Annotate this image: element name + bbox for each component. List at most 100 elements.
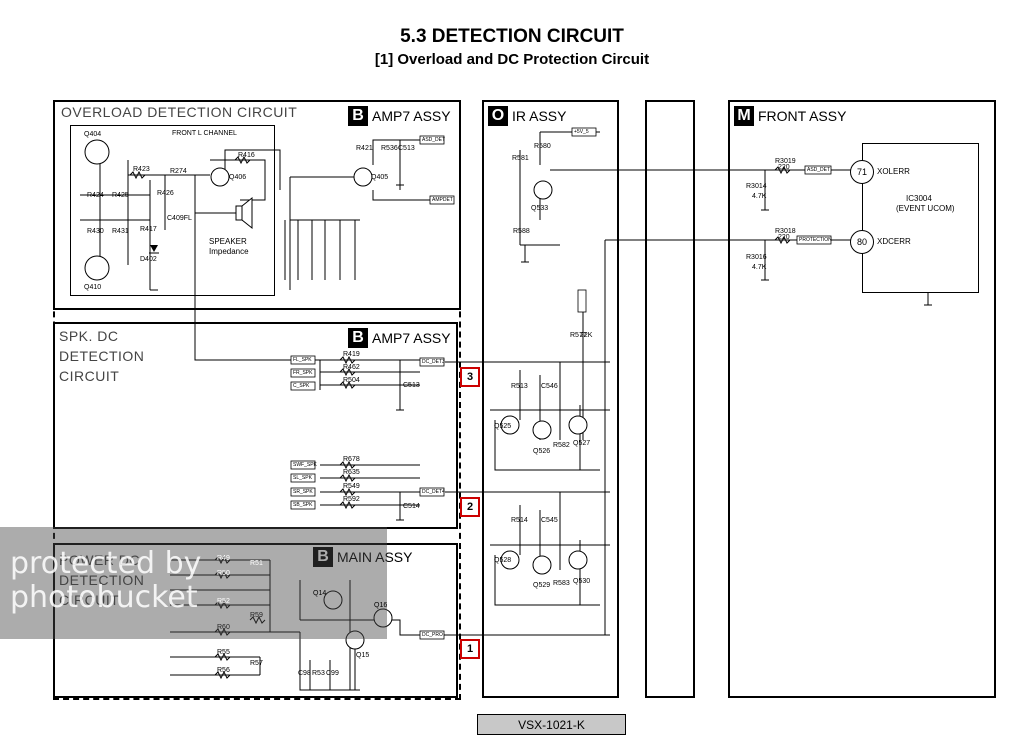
asd-det-tag: ASD_DET bbox=[422, 137, 446, 143]
r513-label: R513 bbox=[511, 383, 528, 390]
power-dc-line-2: DETECTION bbox=[59, 572, 145, 588]
amp7-assy-tag-1: B AMP7 ASSY bbox=[348, 106, 451, 126]
xdcerr-label: XDCERR bbox=[877, 237, 911, 246]
ic-pin-80: 80 bbox=[850, 230, 874, 254]
q533-label: Q533 bbox=[531, 205, 549, 212]
d402-label: D402 bbox=[140, 256, 157, 263]
front-assy-tag: M FRONT ASSY bbox=[734, 106, 846, 126]
overload-section-title: OVERLOAD DETECTION CIRCUIT bbox=[61, 104, 298, 120]
h4-5v-tag: +5V_5 bbox=[574, 129, 589, 135]
watermark-text: protected by photobucket bbox=[10, 547, 201, 615]
assy-letter-b: B bbox=[313, 547, 333, 567]
c546-label: C546 bbox=[541, 383, 558, 390]
r3016-value: 4.7K bbox=[752, 264, 767, 271]
q528-label: Q528 bbox=[494, 557, 512, 564]
connector-marker-3: 3 bbox=[460, 367, 480, 387]
main-assy-tag: B MAIN ASSY bbox=[313, 547, 412, 567]
power-dc-section-title: POWER DC DETECTION CIRCUIT bbox=[59, 550, 144, 610]
r274-label: R274 bbox=[170, 168, 187, 175]
q410-label: Q410 bbox=[84, 284, 102, 291]
r425-label: R425 bbox=[112, 192, 129, 199]
c514-label: C514 bbox=[403, 503, 420, 510]
r536-label: R536 bbox=[381, 145, 398, 152]
amp-det-tag: AMPDET bbox=[432, 197, 453, 203]
c99-label: C99 bbox=[326, 670, 339, 677]
dc-det4-tag: DC_DET4 bbox=[422, 489, 445, 495]
impedance-label: Impedance bbox=[209, 247, 249, 256]
assy-letter-b: B bbox=[348, 106, 368, 126]
assy-letter-o: O bbox=[488, 106, 508, 126]
r3014-value: 4.7K bbox=[752, 193, 767, 200]
ic3004-box bbox=[862, 143, 979, 293]
q525-label: Q525 bbox=[494, 423, 512, 430]
spk-dc-line-2: DETECTION bbox=[59, 348, 145, 364]
page-subtitle: [1] Overload and DC Protection Circuit bbox=[374, 51, 650, 68]
photobucket-watermark: protected by photobucket bbox=[0, 527, 387, 639]
c545-label: C545 bbox=[541, 517, 558, 524]
r421-label: R421 bbox=[356, 145, 373, 152]
q405-label: Q405 bbox=[371, 174, 389, 181]
r430-label: R430 bbox=[87, 228, 104, 235]
r426-label: R426 bbox=[157, 190, 174, 197]
protection-tag: PROTECTION bbox=[799, 237, 832, 243]
spk-dc-section-title: SPK. DC DETECTION CIRCUIT bbox=[59, 326, 144, 386]
r3018-value: 220 bbox=[778, 234, 790, 241]
r3018-label: R3018 bbox=[775, 228, 796, 235]
sl-spk-tag: SL_SPK bbox=[293, 475, 312, 481]
c98-label: C98 bbox=[298, 670, 311, 677]
connector-marker-1: 1 bbox=[460, 639, 480, 659]
gap-block bbox=[645, 100, 695, 698]
r51-label: R51 bbox=[250, 560, 263, 567]
r52-label: R52 bbox=[217, 598, 230, 605]
r49-label: R49 bbox=[217, 555, 230, 562]
ic3004-name: IC3004 bbox=[906, 194, 932, 203]
power-dc-line-1: POWER DC bbox=[59, 552, 140, 568]
r577-value: 22K bbox=[580, 332, 593, 339]
r56-label: R56 bbox=[217, 667, 230, 674]
r424-label: R424 bbox=[87, 192, 104, 199]
r592-label: R592 bbox=[343, 496, 360, 503]
r581-label: R581 bbox=[512, 155, 529, 162]
watermark-line-2: photobucket bbox=[10, 580, 198, 615]
r504-label: R504 bbox=[343, 377, 360, 384]
amp7-assy-tag-2: B AMP7 ASSY bbox=[348, 328, 451, 348]
r419-label: R419 bbox=[343, 351, 360, 358]
q16-label: Q16 bbox=[374, 602, 388, 609]
xolerr-label: XOLERR bbox=[877, 167, 910, 176]
front-l-channel-box bbox=[70, 125, 275, 296]
q406-label: Q406 bbox=[229, 174, 247, 181]
assy-letter-b: B bbox=[348, 328, 368, 348]
r3019-label: R3019 bbox=[775, 158, 796, 165]
assy-letter-m: M bbox=[734, 106, 754, 126]
r678-label: R678 bbox=[343, 456, 360, 463]
r55-label: R55 bbox=[217, 649, 230, 656]
r588-label: R588 bbox=[513, 228, 530, 235]
spk-dc-block bbox=[53, 322, 458, 529]
r462-label: R462 bbox=[343, 364, 360, 371]
assy-name: AMP7 ASSY bbox=[372, 108, 451, 124]
r3016-label: R3016 bbox=[746, 254, 767, 261]
assy-name: IR ASSY bbox=[512, 108, 567, 124]
spk-dc-line-3: CIRCUIT bbox=[59, 368, 120, 384]
fl-spk-tag: FL_SPK bbox=[293, 357, 312, 363]
r417-label: R417 bbox=[140, 226, 157, 233]
assy-name: MAIN ASSY bbox=[337, 549, 413, 565]
q14-label: Q14 bbox=[313, 590, 327, 597]
r549-label: R549 bbox=[343, 483, 360, 490]
r431-label: R431 bbox=[112, 228, 129, 235]
c409fl-label: C409FL bbox=[167, 215, 192, 222]
r53-label: R53 bbox=[312, 670, 325, 677]
r580-label: R580 bbox=[534, 143, 551, 150]
q530-label: Q530 bbox=[573, 578, 591, 585]
speaker-label: SPEAKER bbox=[209, 237, 247, 246]
c-spk-tag: C_SPK bbox=[293, 383, 310, 389]
page-title: 5.3 DETECTION CIRCUIT bbox=[400, 26, 624, 47]
r57-label: R57 bbox=[250, 660, 263, 667]
dc-det3-tag: DC_DET3 bbox=[422, 359, 445, 365]
asd-det-front-tag: ASD_DET bbox=[807, 167, 831, 173]
q15-label: Q15 bbox=[356, 652, 370, 659]
fr-spk-tag: FR_SPK bbox=[293, 370, 313, 376]
watermark-line-1: protected by bbox=[10, 546, 202, 581]
r577-label: R577 bbox=[570, 332, 587, 339]
